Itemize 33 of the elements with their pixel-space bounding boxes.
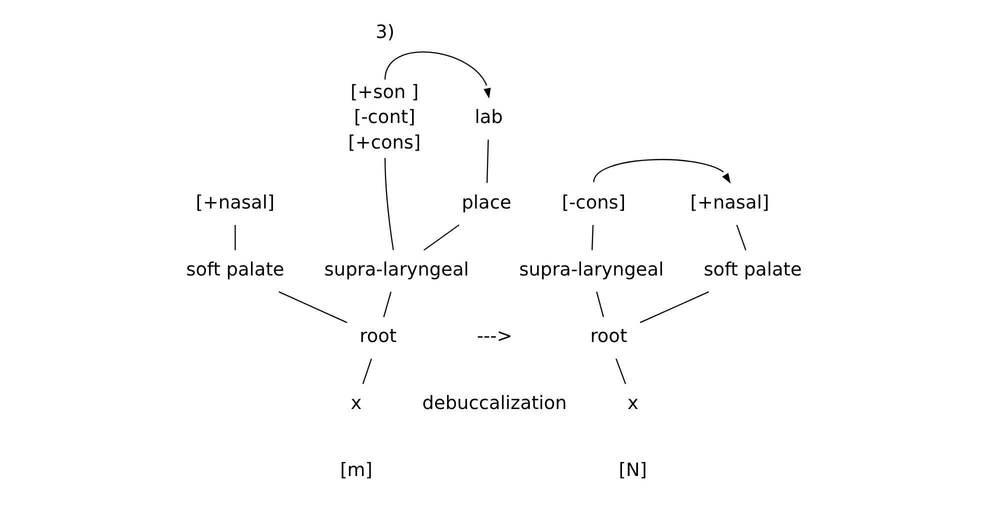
label: [m] — [340, 460, 372, 481]
label: debuccalization — [422, 393, 566, 414]
node-text: x — [626, 393, 638, 414]
connector — [615, 358, 626, 384]
connector — [362, 358, 372, 384]
node-text: x — [350, 393, 362, 414]
connector — [591, 224, 594, 250]
node-text: soft palate — [186, 259, 284, 280]
connector — [486, 140, 488, 183]
node-text: soft palate — [703, 259, 802, 280]
label: 3) — [375, 22, 394, 43]
arrow — [384, 52, 490, 99]
label: [N] — [618, 460, 646, 481]
node-text: root — [359, 326, 396, 348]
node-text: supra-laryngeal — [324, 259, 468, 280]
node-text: [+nasal] — [690, 192, 769, 214]
node-text: [-cons] — [561, 192, 626, 214]
node-text: lab — [474, 107, 502, 128]
connector — [736, 224, 746, 250]
connector — [382, 292, 392, 318]
node-text: [+son ] [-cont] [+cons] — [348, 82, 420, 154]
connector — [639, 291, 709, 324]
connector — [234, 224, 236, 250]
node-text: root — [590, 326, 627, 348]
node-text: place — [461, 192, 511, 214]
connector — [423, 224, 459, 251]
label: ---> — [476, 326, 512, 348]
connector — [278, 291, 347, 324]
connector — [596, 292, 604, 318]
connector — [384, 158, 394, 250]
node-text: [+nasal] — [195, 192, 274, 214]
node-text: supra-laryngeal — [518, 259, 664, 280]
arrow — [592, 158, 730, 184]
